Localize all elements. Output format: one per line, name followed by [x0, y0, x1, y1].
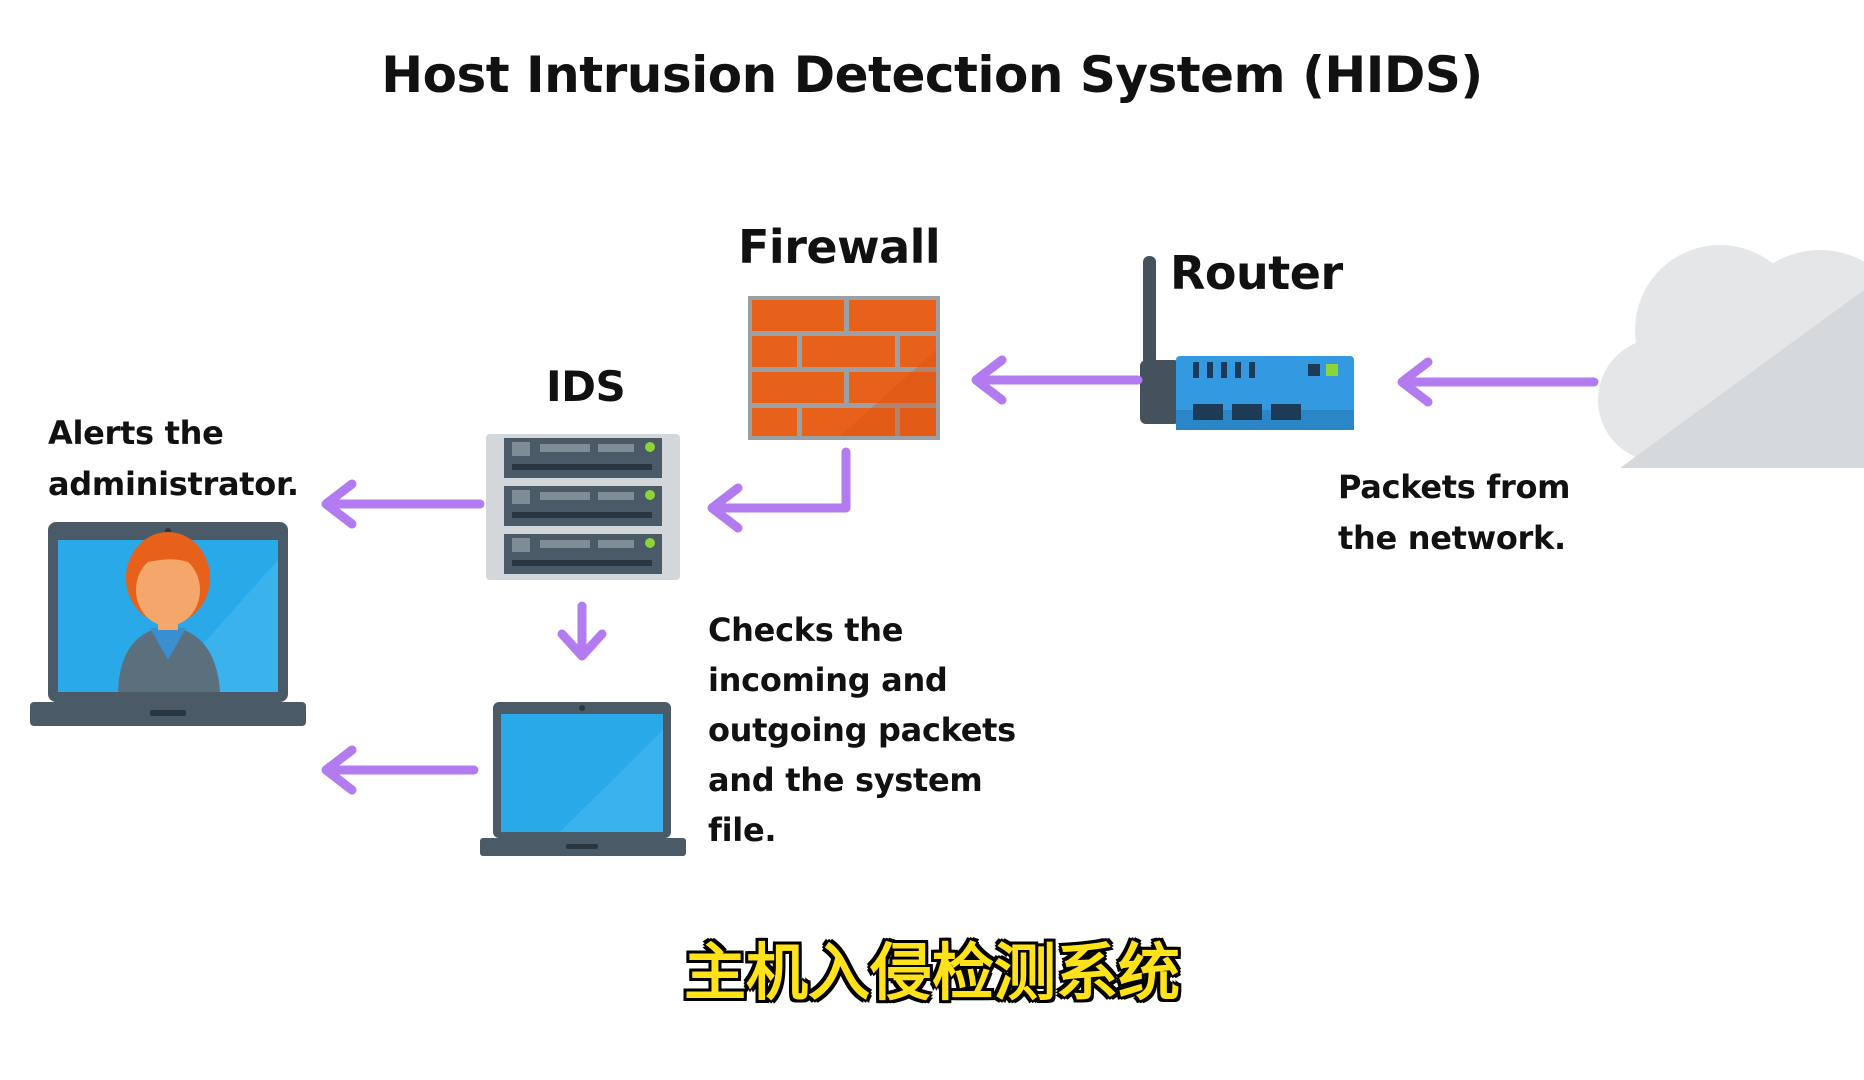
firewall-icon — [748, 296, 940, 440]
arrow-router-to-firewall — [971, 355, 1143, 405]
router-icon — [1140, 256, 1354, 430]
checks-line-2: incoming and — [708, 661, 948, 699]
router-label: Router — [1170, 246, 1343, 300]
checks-line-4: and the system — [708, 761, 983, 799]
packets-line-2: the network. — [1338, 519, 1566, 557]
checks-line-3: outgoing packets — [708, 711, 1016, 749]
checks-description: Checks the incoming and outgoing packets… — [708, 605, 1016, 855]
arrow-network-to-router — [1397, 357, 1599, 407]
arrow-ids-to-laptop — [557, 601, 607, 661]
arrow-ids-to-admin — [321, 479, 485, 529]
ids-label: IDS — [546, 362, 626, 411]
alerts-line-2: administrator. — [48, 465, 299, 503]
administrator-avatar — [118, 532, 220, 692]
packets-line-1: Packets from — [1338, 468, 1571, 506]
packets-description: Packets from the network. — [1338, 462, 1571, 564]
video-subtitle: 主机入侵检测系统 — [683, 936, 1180, 1009]
alerts-line-1: Alerts the — [48, 414, 224, 452]
arrow-laptop-to-admin — [321, 745, 479, 795]
laptop-icon — [480, 702, 686, 856]
admin-laptop-icon — [30, 522, 306, 726]
diagram-title: Host Intrusion Detection System (HIDS) — [381, 46, 1483, 104]
checks-line-1: Checks the — [708, 611, 904, 649]
firewall-label: Firewall — [738, 220, 941, 274]
cloud-icon — [1598, 245, 1864, 468]
server-icon — [486, 434, 680, 580]
checks-line-5: file. — [708, 811, 777, 849]
alerts-description: Alerts the administrator. — [48, 408, 299, 510]
arrow-firewall-to-ids — [707, 447, 851, 533]
